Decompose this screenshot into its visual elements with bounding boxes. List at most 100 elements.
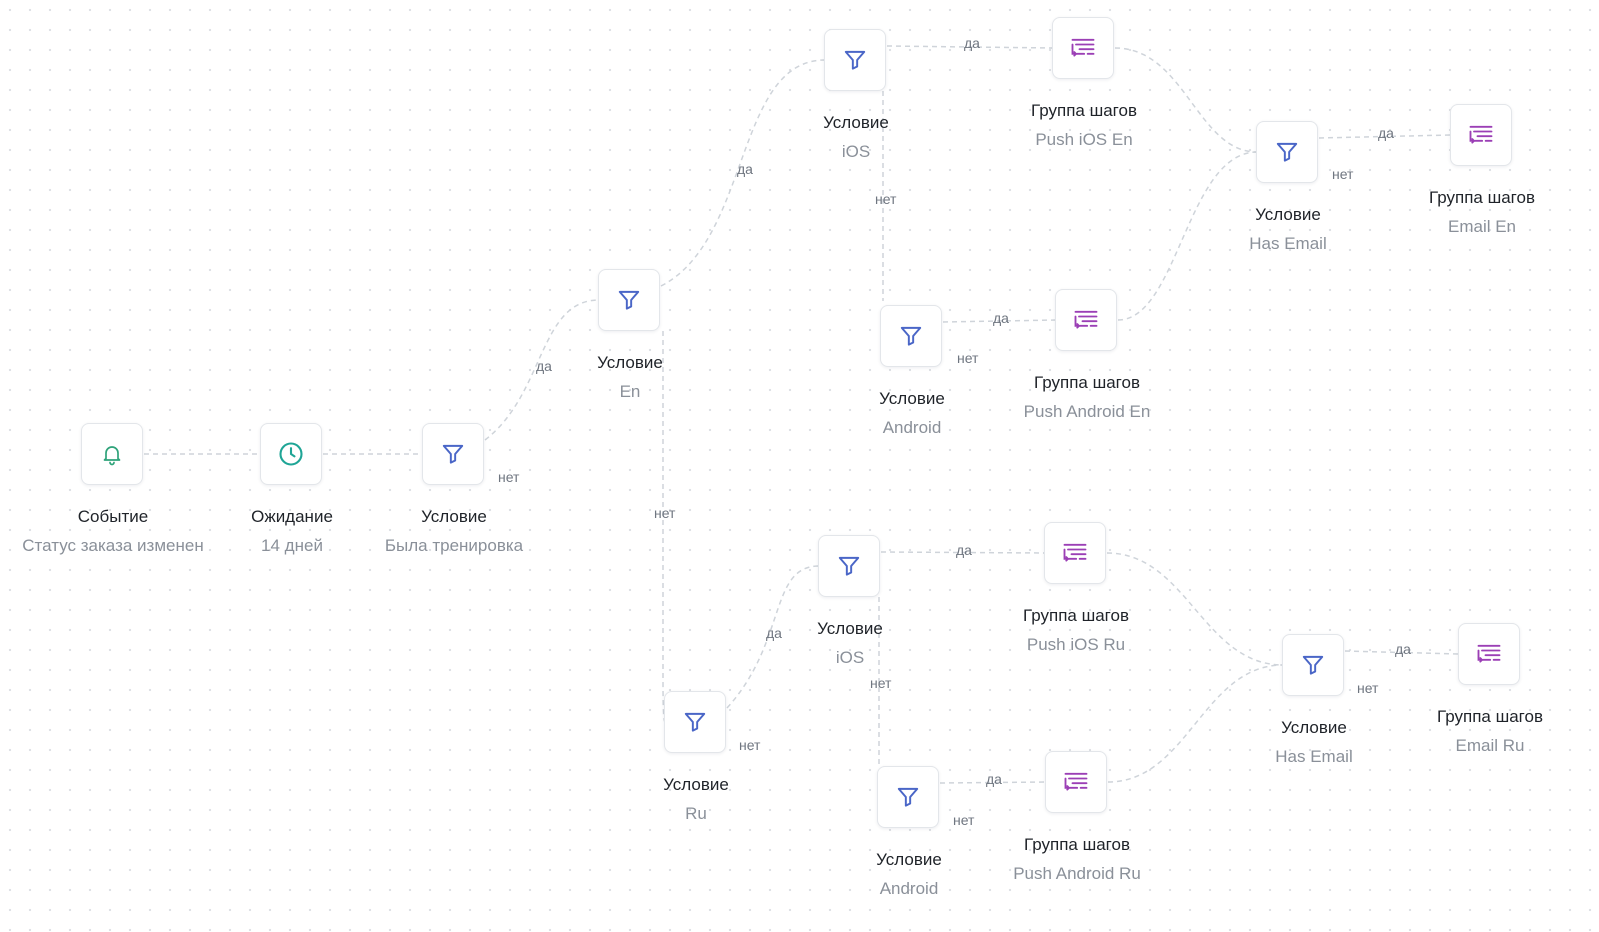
node-subtitle: Android	[882, 418, 942, 437]
node-title: Условие	[1255, 205, 1321, 224]
node-subtitle: Has Email	[1249, 234, 1327, 253]
node-box[interactable]	[260, 423, 322, 485]
node-box[interactable]	[1045, 751, 1107, 813]
edge-line	[1318, 134, 1452, 139]
node-title: Событие	[77, 507, 149, 526]
node-title: Ожидание	[251, 507, 333, 526]
node-title: Группа шагов	[1023, 835, 1130, 854]
node-subtitle: Push Android Ru	[1013, 864, 1141, 883]
node-subtitle: Has Email	[1275, 747, 1353, 766]
step-group-icon	[1467, 121, 1495, 149]
filter-icon	[440, 441, 466, 467]
clock-icon	[277, 440, 305, 468]
node-box[interactable]	[422, 423, 484, 485]
node-subtitle: iOS	[841, 142, 871, 161]
edge-line	[1117, 151, 1258, 321]
node-title: Группа шагов	[1033, 373, 1140, 392]
edge-line	[1114, 47, 1258, 153]
edge-line	[880, 551, 1046, 554]
filter-icon	[842, 47, 868, 73]
edge-line	[1344, 650, 1460, 655]
node-title: Условие	[597, 353, 663, 372]
edge-label-no: нет	[875, 191, 897, 207]
edge-label-yes: да	[964, 35, 980, 51]
node-title: Условие	[823, 113, 889, 132]
node-subtitle: Email En	[1447, 217, 1517, 236]
node-subtitle: Была тренировка	[384, 536, 524, 555]
node-title: Условие	[421, 507, 487, 526]
node-subtitle: Email Ru	[1455, 736, 1525, 755]
filter-icon	[898, 323, 924, 349]
node-title: Условие	[879, 389, 945, 408]
filter-icon	[682, 709, 708, 735]
step-group-icon	[1062, 768, 1090, 796]
node-box[interactable]	[1055, 289, 1117, 351]
node-box[interactable]	[1256, 121, 1318, 183]
node-box[interactable]	[824, 29, 886, 91]
step-group-icon	[1069, 34, 1097, 62]
edge-label-yes: да	[1395, 641, 1411, 657]
node-box[interactable]	[1052, 17, 1114, 79]
node-box[interactable]	[818, 535, 880, 597]
node-title: Группа шагов	[1022, 606, 1129, 625]
node-subtitle: Android	[879, 879, 939, 898]
node-title: Условие	[1281, 718, 1347, 737]
edge-label-yes: да	[536, 358, 552, 374]
node-subtitle: Push iOS En	[1035, 130, 1133, 149]
node-box[interactable]	[1450, 104, 1512, 166]
step-group-icon	[1072, 306, 1100, 334]
node-title: Группа шагов	[1030, 101, 1137, 120]
edge-label-yes: да	[986, 771, 1002, 787]
step-group-icon	[1475, 640, 1503, 668]
edge-label-no: нет	[498, 469, 520, 485]
node-title: Условие	[663, 775, 729, 794]
filter-icon	[836, 553, 862, 579]
edge-line	[484, 299, 600, 441]
edge-line	[886, 45, 1054, 49]
node-box[interactable]	[880, 305, 942, 367]
node-title: Условие	[876, 850, 942, 869]
edge-label-no: нет	[870, 675, 892, 691]
filter-icon	[1300, 652, 1326, 678]
node-box[interactable]	[1282, 634, 1344, 696]
edge-label-no: нет	[739, 737, 761, 753]
edge-line	[726, 565, 820, 709]
bell-icon	[100, 442, 124, 466]
node-subtitle: En	[619, 382, 641, 401]
edge-label-no: нет	[957, 350, 979, 366]
edge-label-yes: да	[1378, 125, 1394, 141]
node-box[interactable]	[664, 691, 726, 753]
edge-line	[942, 319, 1057, 323]
edge-label-no: нет	[953, 812, 975, 828]
node-box[interactable]	[877, 766, 939, 828]
edge-label-yes: да	[737, 161, 753, 177]
node-box[interactable]	[598, 269, 660, 331]
node-box[interactable]	[1044, 522, 1106, 584]
edge-label-no: нет	[1332, 166, 1354, 182]
step-group-icon	[1061, 539, 1089, 567]
node-title: Условие	[817, 619, 883, 638]
edge-label-yes: да	[766, 625, 782, 641]
filter-icon	[616, 287, 642, 313]
node-subtitle: 14 дней	[261, 536, 323, 555]
edge-line	[1106, 552, 1284, 666]
node-box[interactable]	[1458, 623, 1520, 685]
edge-line	[1107, 664, 1284, 783]
node-title: Группа шагов	[1436, 707, 1543, 726]
node-title: Группа шагов	[1428, 188, 1535, 207]
edge-label-yes: да	[993, 310, 1009, 326]
node-subtitle: iOS	[835, 648, 865, 667]
node-subtitle: Push iOS Ru	[1026, 635, 1126, 654]
edge-label-yes: да	[956, 542, 972, 558]
node-subtitle: Статус заказа изменен	[22, 536, 204, 555]
edge-label-no: нет	[654, 505, 676, 521]
edge-label-no: нет	[1357, 680, 1379, 696]
node-subtitle: Ru	[685, 804, 707, 823]
filter-icon	[1274, 139, 1300, 165]
node-subtitle: Push Android En	[1023, 402, 1151, 421]
filter-icon	[895, 784, 921, 810]
edge-line	[660, 59, 826, 287]
node-box[interactable]	[81, 423, 143, 485]
